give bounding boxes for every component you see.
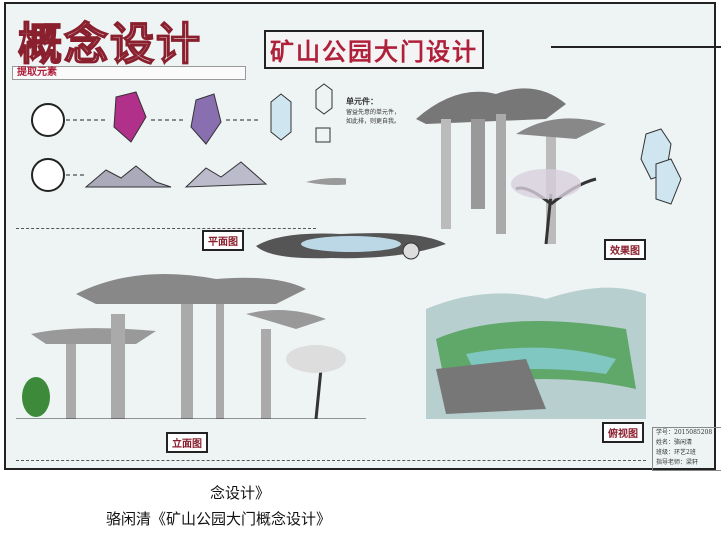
elevation-drawing (16, 274, 366, 419)
bird-view-drawing (426, 287, 646, 419)
student-name: 姓名：骆闲清 (656, 439, 693, 446)
crystal-cluster-sketch (640, 128, 682, 205)
label-effect-drawing: 效果图 (604, 239, 646, 260)
design-poster: 概念设计 矿山公园大门设计 提取元素 单元件： 留益先意的单元件， 如此排，则更… (4, 2, 721, 471)
student-teacher: 指导老师：梁轩 (656, 459, 699, 466)
poster-main-title: 概念设计 (17, 18, 202, 71)
caption-line-2: 骆闲清《矿山公园大门概念设计》 (106, 510, 332, 528)
design-note-line (16, 224, 316, 229)
element-extraction-sketch (31, 83, 346, 192)
component-note-title: 单元件： (346, 97, 378, 106)
label-plan: 平面图 (202, 230, 244, 251)
component-note-line: 留益先意的单元件， (346, 109, 401, 116)
component-note-line: 如此排，则更自我。 (346, 118, 401, 125)
effect-drawing (416, 88, 606, 245)
title-underline (551, 46, 721, 48)
label-elevation: 立面图 (166, 432, 208, 453)
student-class: 班级：环艺2班 (656, 449, 696, 456)
student-info-box: 学号：2015085208 姓名：骆闲清 班级：环艺2班 指导老师：梁轩 (652, 427, 721, 471)
design-description-line (16, 456, 646, 461)
section-label-extract-elements: 提取元素 (12, 66, 246, 80)
caption-line-1: 念设计》 (210, 484, 271, 502)
component-note: 单元件： 留益先意的单元件， 如此排，则更自我。 (346, 96, 400, 125)
plan-drawing (256, 233, 446, 260)
student-id: 学号：2015085208 (656, 429, 713, 436)
label-bird-view: 俯视图 (602, 422, 644, 443)
poster-sub-title: 矿山公园大门设计 (264, 30, 484, 69)
